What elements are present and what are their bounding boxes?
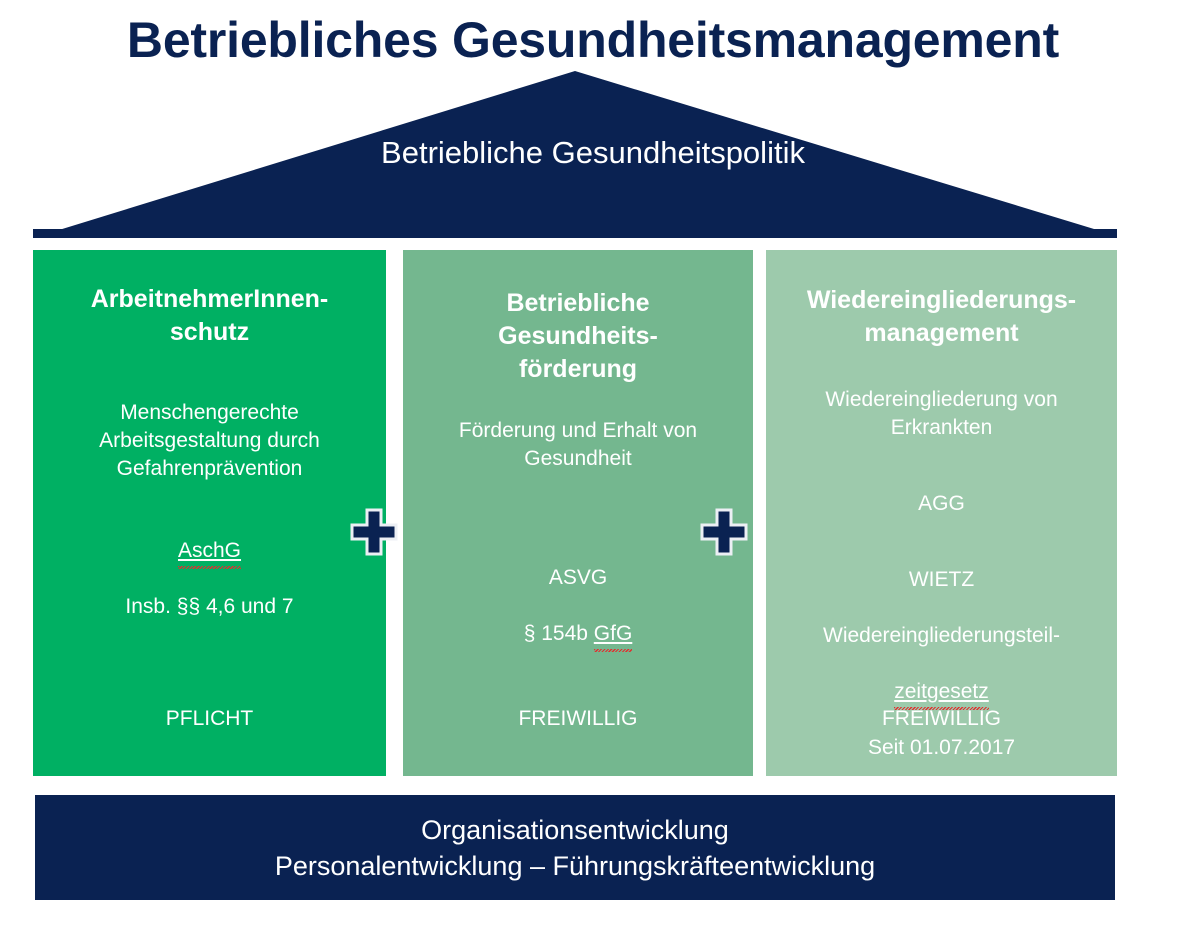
law-detail: Insb. §§ 4,6 und 7 <box>125 595 294 618</box>
pillar-law-agg: AGG <box>774 462 1109 518</box>
foundation-text: Organisationsentwicklung Personalentwick… <box>274 814 876 881</box>
pillar-law: AschG Insb. §§ 4,6 und 7 <box>41 509 378 621</box>
law-term-gfg: GfG <box>593 620 632 652</box>
pillar-title: ArbeitnehmerInnen- schutz <box>90 285 329 346</box>
pillar-body: Menschengerechte Arbeitsgestaltung durch… <box>99 401 320 480</box>
law-line-wietz: WIETZ <box>908 568 975 591</box>
roof-label: Betriebliche Gesundheitspolitik <box>381 135 805 170</box>
plus-icon <box>350 508 398 556</box>
law-line-since: Seit 01.07.2017 <box>867 736 1016 759</box>
pillar-title: Betriebliche Gesundheits- förderung <box>498 289 658 383</box>
pillar-status-badge: FREIWILLIG <box>881 707 1002 730</box>
page-title: Betriebliches Gesundheitsmanagement <box>126 12 1060 68</box>
pillar-betriebliche-gesundheitsfoerderung[interactable]: Betriebliche Gesundheits- förderung Förd… <box>403 250 753 776</box>
law-prefix: § 154b <box>523 622 594 645</box>
plus-icon <box>700 508 748 556</box>
foundation-bar: Organisationsentwicklung Personalentwick… <box>35 795 1115 900</box>
pillar-status-badge: FREIWILLIG <box>518 707 638 730</box>
law-line-asvg: ASVG <box>548 566 608 589</box>
pillar-body: Förderung und Erhalt von Gesundheit <box>458 419 698 470</box>
law-line-agg: AGG <box>918 492 965 515</box>
law-line-wietz-long: Wiedereingliederungsteil- <box>823 624 1060 647</box>
pillar-law-wietz: WIETZ Wiedereingliederungsteil- zeitgese… <box>774 538 1109 762</box>
pillar-wiedereingliederungsmanagement[interactable]: Wiedereingliederungs- management Wiedere… <box>766 250 1117 776</box>
roof-triangle <box>0 64 1186 242</box>
pillar-title: Wiedereingliederungs- management <box>806 286 1077 347</box>
pillars-group: ArbeitnehmerInnen- schutz Menschengerech… <box>0 250 1186 776</box>
pillar-body: Wiedereingliederung von Erkrankten <box>825 388 1058 439</box>
pillar-law: ASVG § 154b GfG <box>411 536 745 652</box>
law-term-zeitgesetz: zeitgesetz <box>894 678 989 710</box>
pillar-arbeitnehmerinnenschutz[interactable]: ArbeitnehmerInnen- schutz Menschengerech… <box>33 250 386 776</box>
law-term-aschg: AschG <box>177 537 242 569</box>
pillar-status-badge: PFLICHT <box>165 707 254 730</box>
